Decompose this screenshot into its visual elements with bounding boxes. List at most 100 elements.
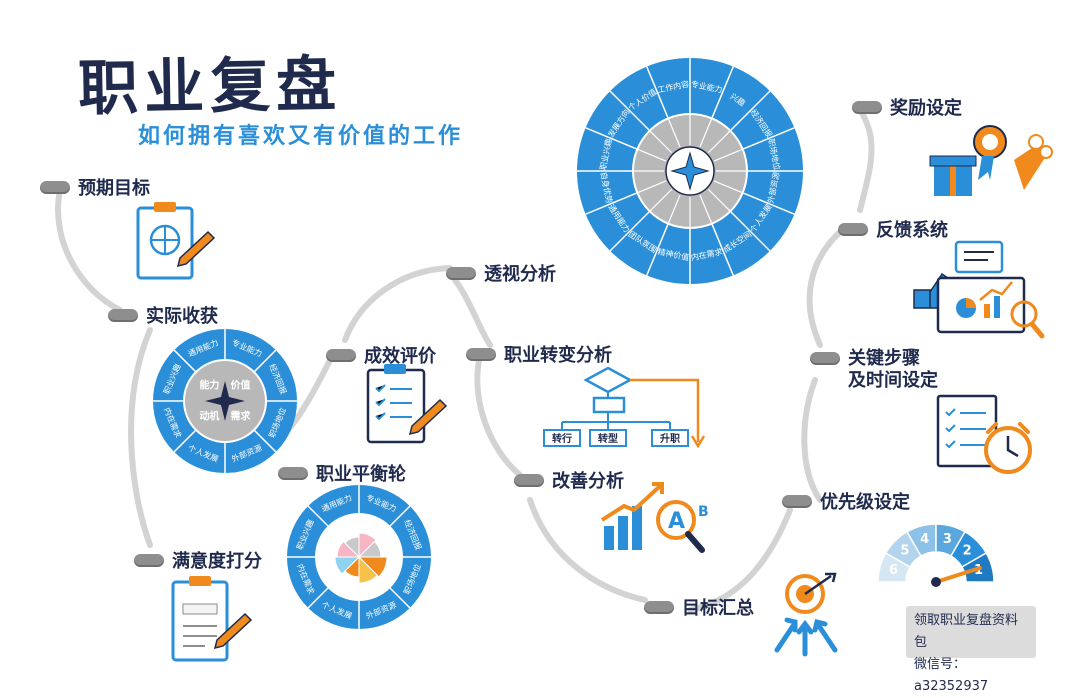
clipboard-clip [189,576,211,586]
connector-goal-priority [687,507,793,613]
node-marker [644,600,674,614]
dial-number: 5 [900,543,909,558]
incoming-arrows [774,617,838,657]
node-improvement: 改善分析 [514,467,624,493]
wheel-divider [254,430,277,453]
hub-divider [638,149,667,162]
hub-divider [668,194,681,223]
node-goal-summary: 目标汇总 [644,594,754,620]
node-marker [782,494,812,508]
hub-divider [638,180,667,193]
wheel-hub-label: 能力 [199,378,219,391]
monitor-icon [936,276,1026,334]
clipboard-clip [154,202,176,212]
letter-a: A [668,509,685,534]
node-marker [134,553,164,567]
wheel-divider [711,66,734,118]
wheel-divider [609,90,650,131]
text-lines [183,625,217,647]
hub-divider [707,130,731,154]
node-label-line2: 及时间设定 [848,370,938,391]
gift-lid [929,155,977,167]
dial-pivot [931,577,941,587]
wheel-hub-label: 动机 [199,410,219,423]
magnifier-handle [685,531,705,553]
flow-lines [561,392,671,430]
wheel-divider [389,587,411,609]
node-label: 改善分析 [552,471,624,492]
magnifier-handle [1029,321,1045,339]
node-label: 职业平衡轮 [316,464,406,485]
feedback-icons [913,240,1045,339]
node-performance: 成效评价 [326,342,436,368]
wheel-divider [307,505,329,527]
wheel-divider [730,90,771,131]
improvement-chart-icon: A B [600,482,709,553]
flow-option-label: 转行 [552,432,572,445]
balance-wheel-small: 专业能力经济回报职场地位外部资源个人发展内在需求职业兴趣通用能力能力价值需求动机 [153,329,297,473]
node-marker [278,466,308,480]
wheel-divider [743,192,795,215]
node-actual-gain: 实际收获 [108,302,218,328]
magnifier-icon [1010,300,1038,328]
wheel-divider [585,127,637,150]
flow-option-box [651,429,689,447]
flow-option-labels: 转行转型升职 [543,429,689,447]
dial-number: 4 [920,532,929,547]
wheel-divider [254,349,277,372]
gift-ribbon [950,164,956,196]
wheel-hub-label: 需求 [231,410,252,423]
hub-divider [713,180,742,193]
dial-number: 2 [963,543,972,558]
node-transition: 职业转变分析 [466,341,612,367]
hub-divider [649,130,673,154]
process-box [592,396,626,414]
bubble-lines [964,251,994,261]
pencil-icon [408,398,448,436]
hub-divider [699,194,712,223]
hub-divider [713,149,742,162]
checklist-items [375,384,412,421]
pie-slice [966,298,976,308]
clock-hands [1006,436,1019,458]
clipboard-rating-icon [171,576,253,662]
node-marker [326,348,356,362]
hub-divider [668,119,681,148]
reward-icons [929,125,1053,196]
connector-steps-feedback [806,229,843,348]
trend-arrowhead [652,482,664,494]
dial-number: 3 [943,532,952,547]
bouquet-icon [1014,144,1046,190]
note-line-2: 微信号：a32352937 [914,657,989,694]
pie-slice [358,555,379,584]
target-arrows-icon [774,572,838,657]
connector-gain-satisfaction [128,327,153,548]
bar-a [984,304,990,318]
transition-flowchart: 转行转型升职 [543,366,706,449]
node-marker [852,100,882,114]
wheel-divider [173,349,196,372]
bar-b [994,296,1000,318]
node-reward: 奖励设定 [852,94,962,120]
connector-goal-gain [55,187,123,313]
page-subtitle: 如何拥有喜欢又有价值的工作 [138,124,464,149]
node-label: 优先级设定 [820,492,910,513]
clipboard-checklist-icon [366,364,448,444]
bar-2 [618,516,628,550]
node-key-steps: 关键步骤 及时间设定 [810,348,938,392]
bar-1 [604,526,614,550]
node-label: 目标汇总 [682,598,754,619]
clock-bells [986,422,1030,434]
hub-divider [707,188,731,212]
node-label: 关键步骤 及时间设定 [848,348,938,392]
hub-divider [649,188,673,212]
wheel-hub-label: 价值 [231,378,251,391]
connector-transition-improvement [474,352,523,478]
perspective-wheel: 专业能力兴趣经济回报职场地位外部资源个人发展成长空间内在需求精神价值团队氛围通用… [577,58,803,284]
connector-feedback-reward [857,107,875,213]
pencil-icon [176,230,216,268]
wheel-divider [730,211,771,252]
wheel-divider [646,224,669,276]
